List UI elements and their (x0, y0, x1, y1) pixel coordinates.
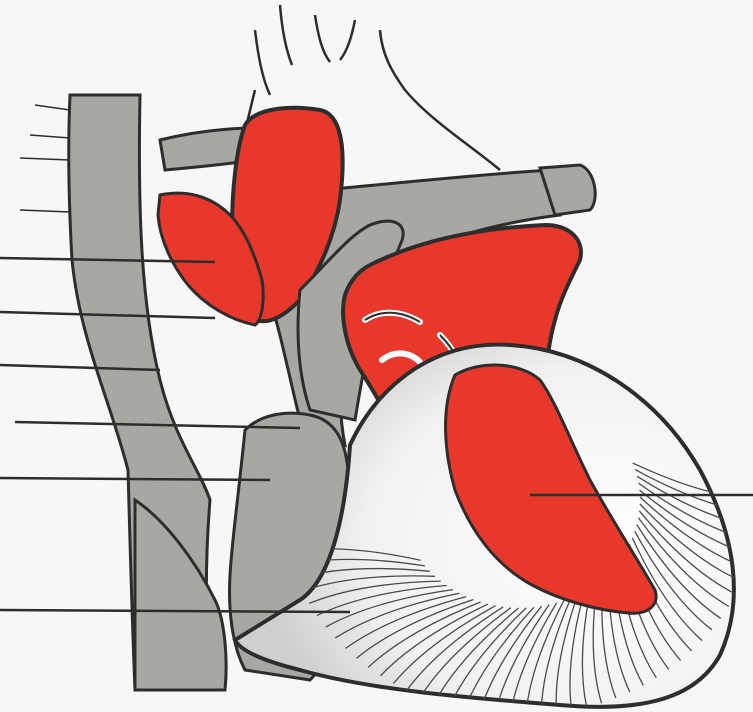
heart-diagram (0, 0, 753, 712)
heart-diagram-canvas (0, 0, 753, 712)
